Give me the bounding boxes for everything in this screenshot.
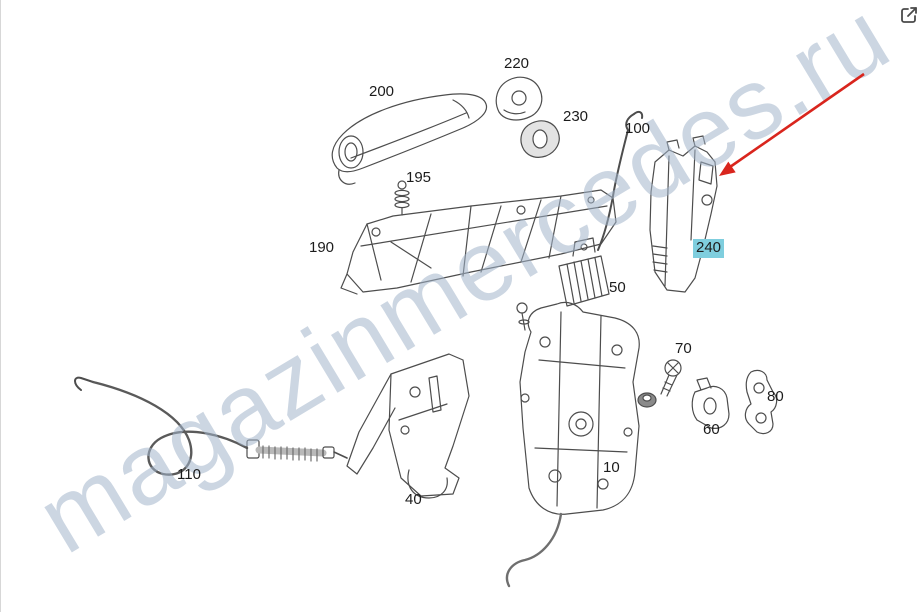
part-label-50: 50 — [609, 279, 626, 296]
part-label-200: 200 — [369, 83, 395, 100]
part-label-220: 220 — [504, 55, 530, 72]
part-label-10: 10 — [603, 459, 620, 476]
part-label-100: 100 — [625, 120, 651, 137]
part-110-cable-drawing — [74, 376, 348, 476]
external-link-icon[interactable] — [898, 4, 920, 26]
annotation-arrow-shaft — [729, 72, 865, 169]
part-220-cap-drawing — [495, 76, 543, 121]
part-190-carrier-drawing — [340, 189, 617, 295]
part-240-module-drawing — [649, 135, 718, 293]
grommet-drawing — [637, 392, 657, 408]
part-label-195: 195 — [406, 169, 432, 186]
part-200-handle-drawing — [331, 93, 488, 185]
part-label-60: 60 — [703, 421, 720, 438]
part-70-screw-drawing — [660, 359, 682, 397]
annotation-arrow-head — [719, 161, 736, 176]
part-label-80: 80 — [767, 388, 784, 405]
part-60-striker-drawing — [691, 377, 730, 429]
part-label-230: 230 — [563, 108, 589, 125]
part-10-lock-drawing — [505, 301, 640, 588]
part-label-70: 70 — [675, 340, 692, 357]
part-label-240-highlighted: 240 — [693, 239, 725, 258]
part-100-rod-drawing — [597, 110, 644, 251]
part-label-110: 110 — [177, 466, 201, 483]
part-label-40: 40 — [405, 491, 422, 508]
part-50-block-drawing — [558, 237, 610, 307]
part-195-spring-screw-drawing — [394, 180, 410, 216]
part-230-cap-drawing — [520, 120, 560, 158]
part-80-gasket-drawing — [744, 369, 778, 435]
part-40-bracket-drawing — [346, 353, 470, 499]
part-label-190: 190 — [309, 239, 335, 256]
